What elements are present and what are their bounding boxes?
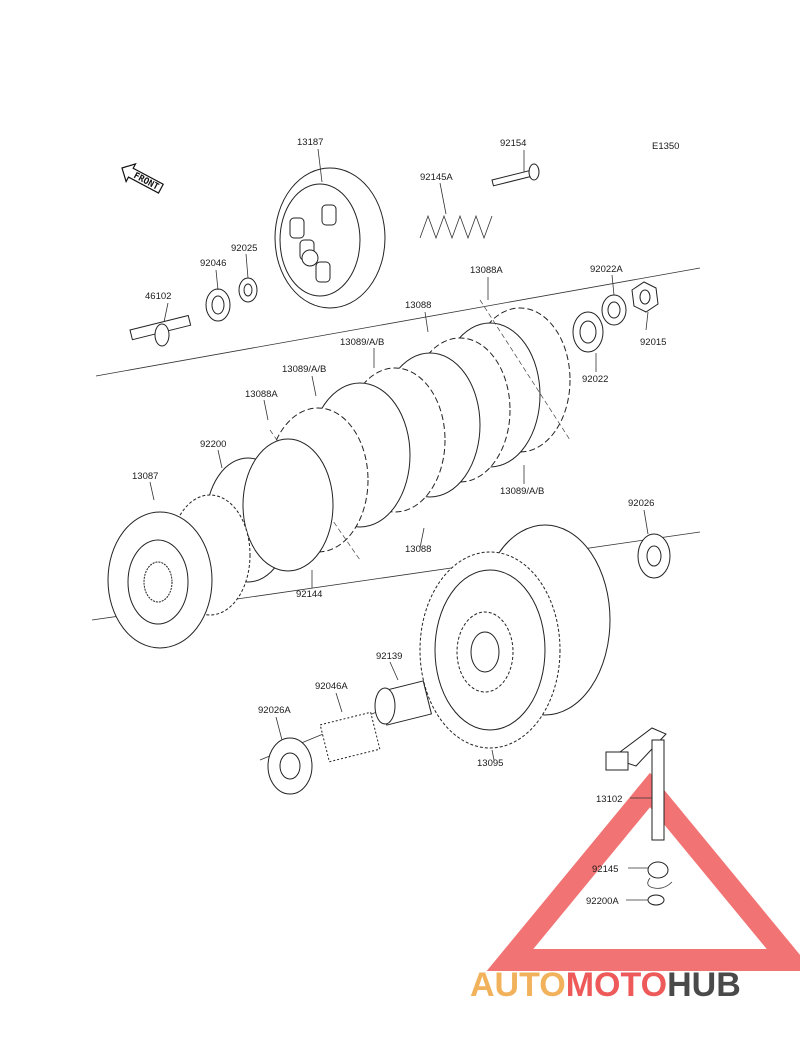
leader-lines [149, 148, 652, 901]
push-rod-46102 [129, 314, 192, 347]
watermark-text: AUTOMOTOHUB [470, 966, 741, 1004]
label-92026: 92026 [628, 498, 654, 509]
pressure-plate-13187 [274, 167, 386, 309]
label-92022: 92022 [582, 374, 608, 385]
label-13187: 13187 [297, 137, 323, 148]
label-92145A: 92145A [420, 172, 453, 183]
bolt-92154 [491, 163, 540, 187]
needle-bearing-92046A [319, 711, 381, 763]
label-92026A: 92026A [258, 705, 291, 716]
label-92025: 92025 [231, 243, 257, 254]
label-13095: 13095 [477, 758, 503, 769]
label-92015: 92015 [640, 337, 666, 348]
label-92144: 92144 [296, 589, 322, 600]
washer-92026A [267, 737, 313, 795]
front-label: FRONT [132, 171, 161, 193]
ring-92144 [242, 438, 334, 572]
bearing-92046 [205, 288, 231, 322]
watermark-part-auto: AUTO [470, 966, 566, 1004]
nut-92015 [631, 281, 659, 313]
part-labels: E1350 13187 92154 92145A 92025 92046 461… [132, 137, 679, 907]
watermark-triangle [486, 772, 800, 971]
label-92154: 92154 [500, 138, 526, 149]
label-13088-top: 13088 [405, 300, 431, 311]
spring-92145A [419, 214, 493, 240]
label-92200A: 92200A [586, 896, 619, 907]
watermark-part-hub: HUB [667, 966, 741, 1004]
label-92200: 92200 [200, 439, 226, 450]
washer-92026 [637, 533, 671, 579]
label-13088A-left: 13088A [245, 389, 278, 400]
label-13089AB-1: 13089/A/B [340, 337, 384, 348]
clutch-hub-13087 [107, 494, 251, 649]
sleeve-92139 [374, 680, 433, 726]
label-92022A: 92022A [590, 264, 623, 275]
label-46102: 46102 [145, 291, 171, 302]
label-92145: 92145 [592, 864, 618, 875]
washer-92200A [647, 894, 665, 906]
label-13088-bottom: 13088 [405, 544, 431, 555]
label-13088A-top: 13088A [470, 265, 503, 276]
watermark-part-moto: MOTO [566, 966, 667, 1004]
release-lever-13102 [605, 727, 667, 841]
front-arrow-icon: FRONT [121, 162, 165, 194]
diagram-code: E1350 [652, 141, 679, 152]
clutch-housing-13095 [419, 524, 611, 749]
label-92139: 92139 [376, 651, 402, 662]
label-13089AB-3: 13089/A/B [500, 486, 544, 497]
label-13089AB-2: 13089/A/B [282, 364, 326, 375]
label-13087: 13087 [132, 471, 158, 482]
washer-92025 [238, 277, 258, 303]
washer-92022 [572, 311, 604, 353]
spring-92145 [647, 861, 673, 889]
label-13102: 13102 [596, 794, 622, 805]
washer-92022A [601, 294, 627, 326]
label-92046: 92046 [200, 258, 226, 269]
watermark-logo: AUTOMOTOHUB [470, 966, 741, 1004]
label-92046A: 92046A [315, 681, 348, 692]
